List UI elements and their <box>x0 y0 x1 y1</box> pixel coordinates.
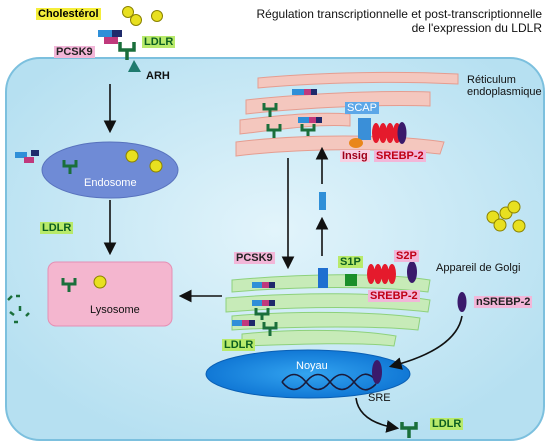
arrows <box>103 84 463 433</box>
label-s2p: S2P <box>394 250 419 263</box>
dna-helix-icon <box>281 373 377 391</box>
bottom-ldlr-icon <box>400 422 418 438</box>
cholesterol-icon <box>122 6 163 26</box>
label-srebp2-golgi: SREBP-2 <box>368 290 420 303</box>
label-sre: SRE <box>368 392 391 404</box>
endosome <box>41 141 179 199</box>
label-arh: ARH <box>146 70 170 82</box>
lysosome-ldlr-icon <box>61 278 77 292</box>
endosome-cholesterol-1-icon <box>125 149 139 163</box>
er-srebp2-icon <box>372 122 407 144</box>
label-lysosome: Lysosome <box>90 304 140 316</box>
arh-icon <box>128 60 141 72</box>
label-pcsk9-golgi: PCSK9 <box>234 252 275 265</box>
degraded-fragments-icon <box>7 294 30 324</box>
label-reticulum-1: Réticulum <box>467 74 516 86</box>
label-cholesterol: Cholestérol <box>36 8 101 21</box>
insig-icon <box>349 138 363 148</box>
label-insig: Insig <box>340 150 370 163</box>
s2p-icon <box>407 261 417 283</box>
title-line-2: de l'expression du LDLR <box>411 21 542 35</box>
label-nsrebp2: nSREBP-2 <box>474 296 533 309</box>
label-golgi: Appareil de Golgi <box>436 262 521 274</box>
er-ldlr-2-icon <box>266 124 282 138</box>
golgi-scap-icon <box>318 268 328 288</box>
golgi-pcsk9-ldlr-1-icon <box>252 282 275 288</box>
er-pcsk9-ldlr-2-icon <box>298 117 322 136</box>
golgi-pcsk9-ldlr-2-icon <box>252 300 275 320</box>
pcsk9-ldlr-floating-icon <box>15 150 39 163</box>
label-s1p: S1P <box>338 256 363 269</box>
scap-icon <box>358 118 371 140</box>
golgi-srebp2-icon <box>367 264 396 284</box>
label-reticulum-2: endoplasmique <box>467 86 542 98</box>
s1p-icon <box>345 274 357 286</box>
lysosome <box>47 261 173 327</box>
lysosome-cholesterol-icon <box>93 275 107 289</box>
label-srebp2-er: SREBP-2 <box>374 150 426 163</box>
arrow-sre-to-ldlr <box>355 397 400 433</box>
label-ldlr-bottom: LDLR <box>430 418 464 431</box>
title-line-1: Régulation transcriptionnelle et post-tr… <box>256 7 543 21</box>
nucleus-nsrebp2-icon <box>372 360 382 384</box>
label-ldlr-golgi: LDLR <box>222 339 256 352</box>
label-ldlr-top: LDLR <box>142 36 176 49</box>
golgi-ldlr-icon <box>262 322 278 336</box>
golgi-pcsk9-ldlr-3-icon <box>232 320 255 326</box>
vesicle-1-icon <box>319 192 326 210</box>
label-noyau: Noyau <box>296 360 328 372</box>
nucleus <box>205 349 411 399</box>
endosome-cholesterol-2-icon <box>149 159 163 173</box>
label-ldlr-mid: LDLR <box>40 222 74 235</box>
arrow-nsrebp2-to-nucleus <box>388 315 463 370</box>
pcsk9-ldlr-complex-icon <box>98 30 136 60</box>
nsrebp2-icon <box>457 292 467 312</box>
label-scap: SCAP <box>345 102 379 115</box>
er-ldlr-1-icon <box>262 103 278 117</box>
er-pcsk9-ldlr-1-icon <box>292 89 317 95</box>
label-pcsk9-top: PCSK9 <box>54 46 95 59</box>
endosome-ldlr-icon <box>62 160 78 174</box>
label-endosome: Endosome <box>84 177 137 189</box>
cholesterol-cluster-icon <box>486 200 526 233</box>
